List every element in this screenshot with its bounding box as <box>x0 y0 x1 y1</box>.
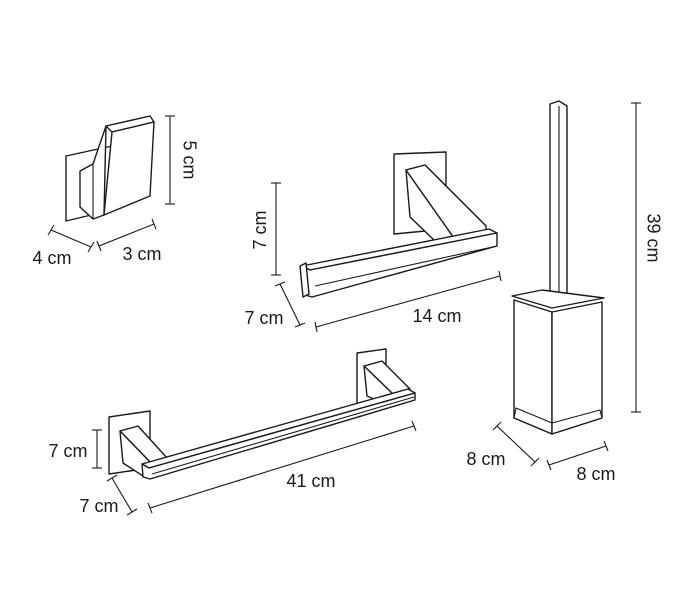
towel-bar-rod-face <box>141 392 416 480</box>
brush-holder-height-label: 39 cm <box>643 213 663 262</box>
brush-holder-width-label: 8 cm <box>576 464 615 484</box>
paper-holder-depth-dimension <box>274 281 306 328</box>
towel-bar-depth-dimension <box>106 474 138 516</box>
towel-bar-length-dimension <box>147 420 417 514</box>
paper-holder-bar-end <box>299 262 310 298</box>
hook-height-dimension <box>165 115 175 205</box>
hook-height-label: 5 cm <box>179 140 199 179</box>
brush-holder-height-dimension <box>631 102 641 413</box>
paper-holder-height-dimension <box>271 182 281 276</box>
towel-bar-height-label: 7 cm <box>48 441 87 461</box>
towel-bar-height-dimension <box>92 429 102 469</box>
paper-holder-height-label: 7 cm <box>250 210 270 249</box>
paper-holder-depth-label: 7 cm <box>244 308 283 328</box>
hook-depth-label: 3 cm <box>122 244 161 264</box>
hook-width-dimension <box>47 224 95 253</box>
hook-drawing <box>65 115 155 222</box>
hook-width-label: 4 cm <box>32 248 71 268</box>
brush-holder-width-dimension <box>546 440 609 471</box>
paper-holder-length-label: 14 cm <box>412 306 461 326</box>
brush-holder-depth-label: 8 cm <box>466 449 505 469</box>
brush-holder-top <box>511 289 605 309</box>
paper-holder-drawing <box>299 151 498 298</box>
towel-bar-depth-label: 7 cm <box>79 496 118 516</box>
towel-bar-length-label: 41 cm <box>286 471 335 491</box>
paper-holder-length-dimension <box>314 270 502 333</box>
towel-bar-drawing <box>108 348 416 480</box>
brush-holder-depth-dimension <box>492 421 540 467</box>
towel-bar-rod-top <box>141 388 416 469</box>
hook-depth-dimension <box>96 218 157 252</box>
brush-holder-drawing <box>511 100 605 435</box>
hook-side-face <box>103 121 155 216</box>
brush-holder-left-face <box>513 299 553 435</box>
brush-holder-right-face <box>551 301 603 435</box>
